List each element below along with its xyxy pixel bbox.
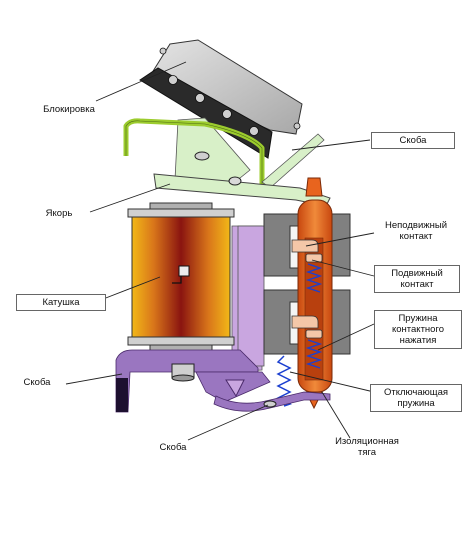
leader-podvizhny — [311, 259, 375, 277]
label-pruzhina: Пружина контактного нажатия — [374, 310, 462, 349]
leader-otkl — [289, 371, 375, 393]
leader-lines — [65, 61, 375, 441]
moving-contacts — [305, 253, 323, 339]
coil-top-cap — [149, 202, 213, 210]
leader-pruzhina — [317, 323, 375, 351]
label-izol: Изоляционная тяга — [335, 436, 399, 458]
leader-katushka — [97, 276, 161, 302]
label-blokirovka: Блокировка — [43, 104, 95, 115]
label-otkl: Отключающая пружина — [370, 384, 462, 412]
armature — [153, 173, 331, 207]
label-skoba-top: Скоба — [371, 132, 455, 149]
bracket-nut — [171, 363, 195, 382]
armature-nut — [228, 176, 242, 186]
label-katushka: Катушка — [16, 294, 106, 311]
label-nepodvizhny: Неподвижный контакт — [385, 220, 447, 242]
leader-izol — [321, 391, 351, 439]
coil-bottom-flange — [127, 336, 235, 346]
coil-top-flange — [127, 208, 235, 218]
label-skoba-bottom: Скоба — [159, 442, 187, 453]
label-skoba-left: Скоба — [23, 377, 51, 388]
blocking-screws — [159, 47, 301, 136]
pivot-bolt — [194, 151, 210, 161]
leader-skoba-top — [291, 139, 371, 151]
coil — [127, 202, 235, 352]
lower-lever — [213, 379, 331, 412]
fixed-contacts — [291, 239, 319, 329]
leader-skoba-left — [65, 373, 123, 385]
label-yakor: Якорь — [45, 208, 73, 219]
leader-yakor — [89, 183, 171, 213]
leader-blokirovka — [95, 61, 187, 102]
insulating-rod — [297, 177, 333, 410]
core-plate — [237, 225, 265, 367]
label-podvizhny: Подвижный контакт — [374, 265, 460, 293]
bracket-foot — [116, 378, 128, 412]
contact-springs — [305, 263, 323, 369]
coil-terminal — [172, 265, 190, 284]
green-bracket-outline — [125, 120, 263, 188]
rod-top-tip — [305, 177, 323, 197]
leader-skoba-bottom — [187, 404, 269, 441]
leader-nepodvizhny — [305, 232, 375, 247]
blocking-unit — [139, 39, 303, 159]
